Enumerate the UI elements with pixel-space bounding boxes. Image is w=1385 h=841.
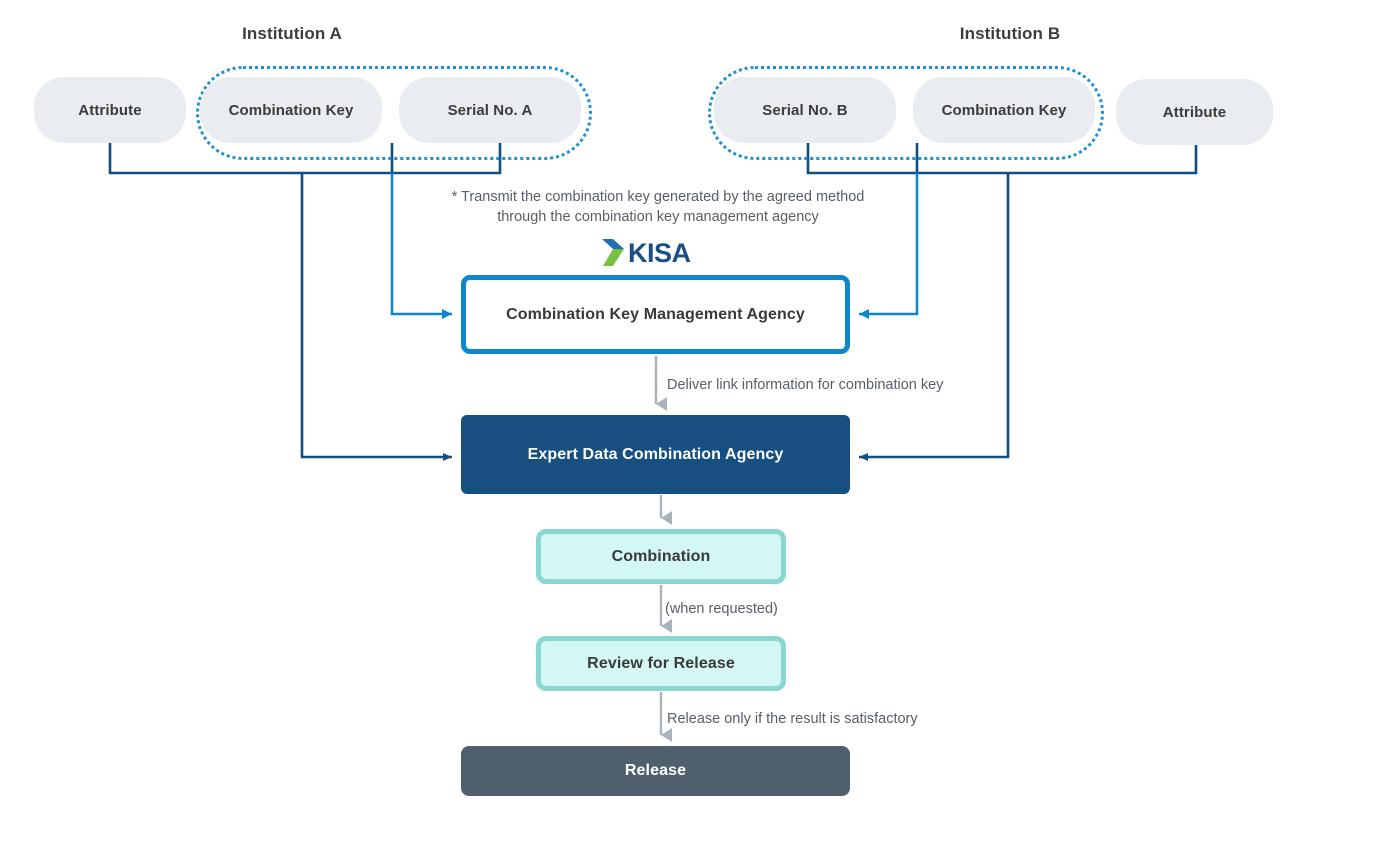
- box-release[interactable]: Release: [461, 746, 850, 796]
- kisa-logo: KISA: [600, 238, 691, 268]
- kisa-wordmark: KISA: [628, 238, 691, 268]
- institution-b-title: Institution B: [959, 24, 1061, 43]
- kisa-chevron-icon: [602, 239, 624, 266]
- box-combination[interactable]: Combination: [536, 529, 786, 584]
- box-expert-data-combination-agency[interactable]: Expert Data Combination Agency: [461, 415, 850, 494]
- pill-a-combination-key[interactable]: Combination Key: [200, 77, 382, 143]
- pill-a-serial-no[interactable]: Serial No. A: [399, 77, 581, 143]
- note-transmit-combination-key: * Transmit the combination key generated…: [451, 189, 865, 225]
- box-combination-key-management-agency[interactable]: Combination Key Management Agency: [461, 275, 850, 354]
- note-release-condition: Release only if the result is satisfacto…: [667, 711, 918, 727]
- note-when-requested: (when requested): [665, 601, 778, 617]
- pill-b-combination-key[interactable]: Combination Key: [913, 77, 1095, 143]
- note-deliver-link-information: Deliver link information for combination…: [667, 377, 944, 393]
- pill-b-serial-no[interactable]: Serial No. B: [714, 77, 896, 143]
- institution-a-title: Institution A: [242, 24, 342, 43]
- pill-a-attribute[interactable]: Attribute: [34, 77, 186, 143]
- box-review-for-release[interactable]: Review for Release: [536, 636, 786, 691]
- institution-b-key-group-outline: [708, 66, 1104, 160]
- pill-b-attribute[interactable]: Attribute: [1116, 79, 1273, 145]
- institution-a-key-group-outline: [196, 66, 592, 160]
